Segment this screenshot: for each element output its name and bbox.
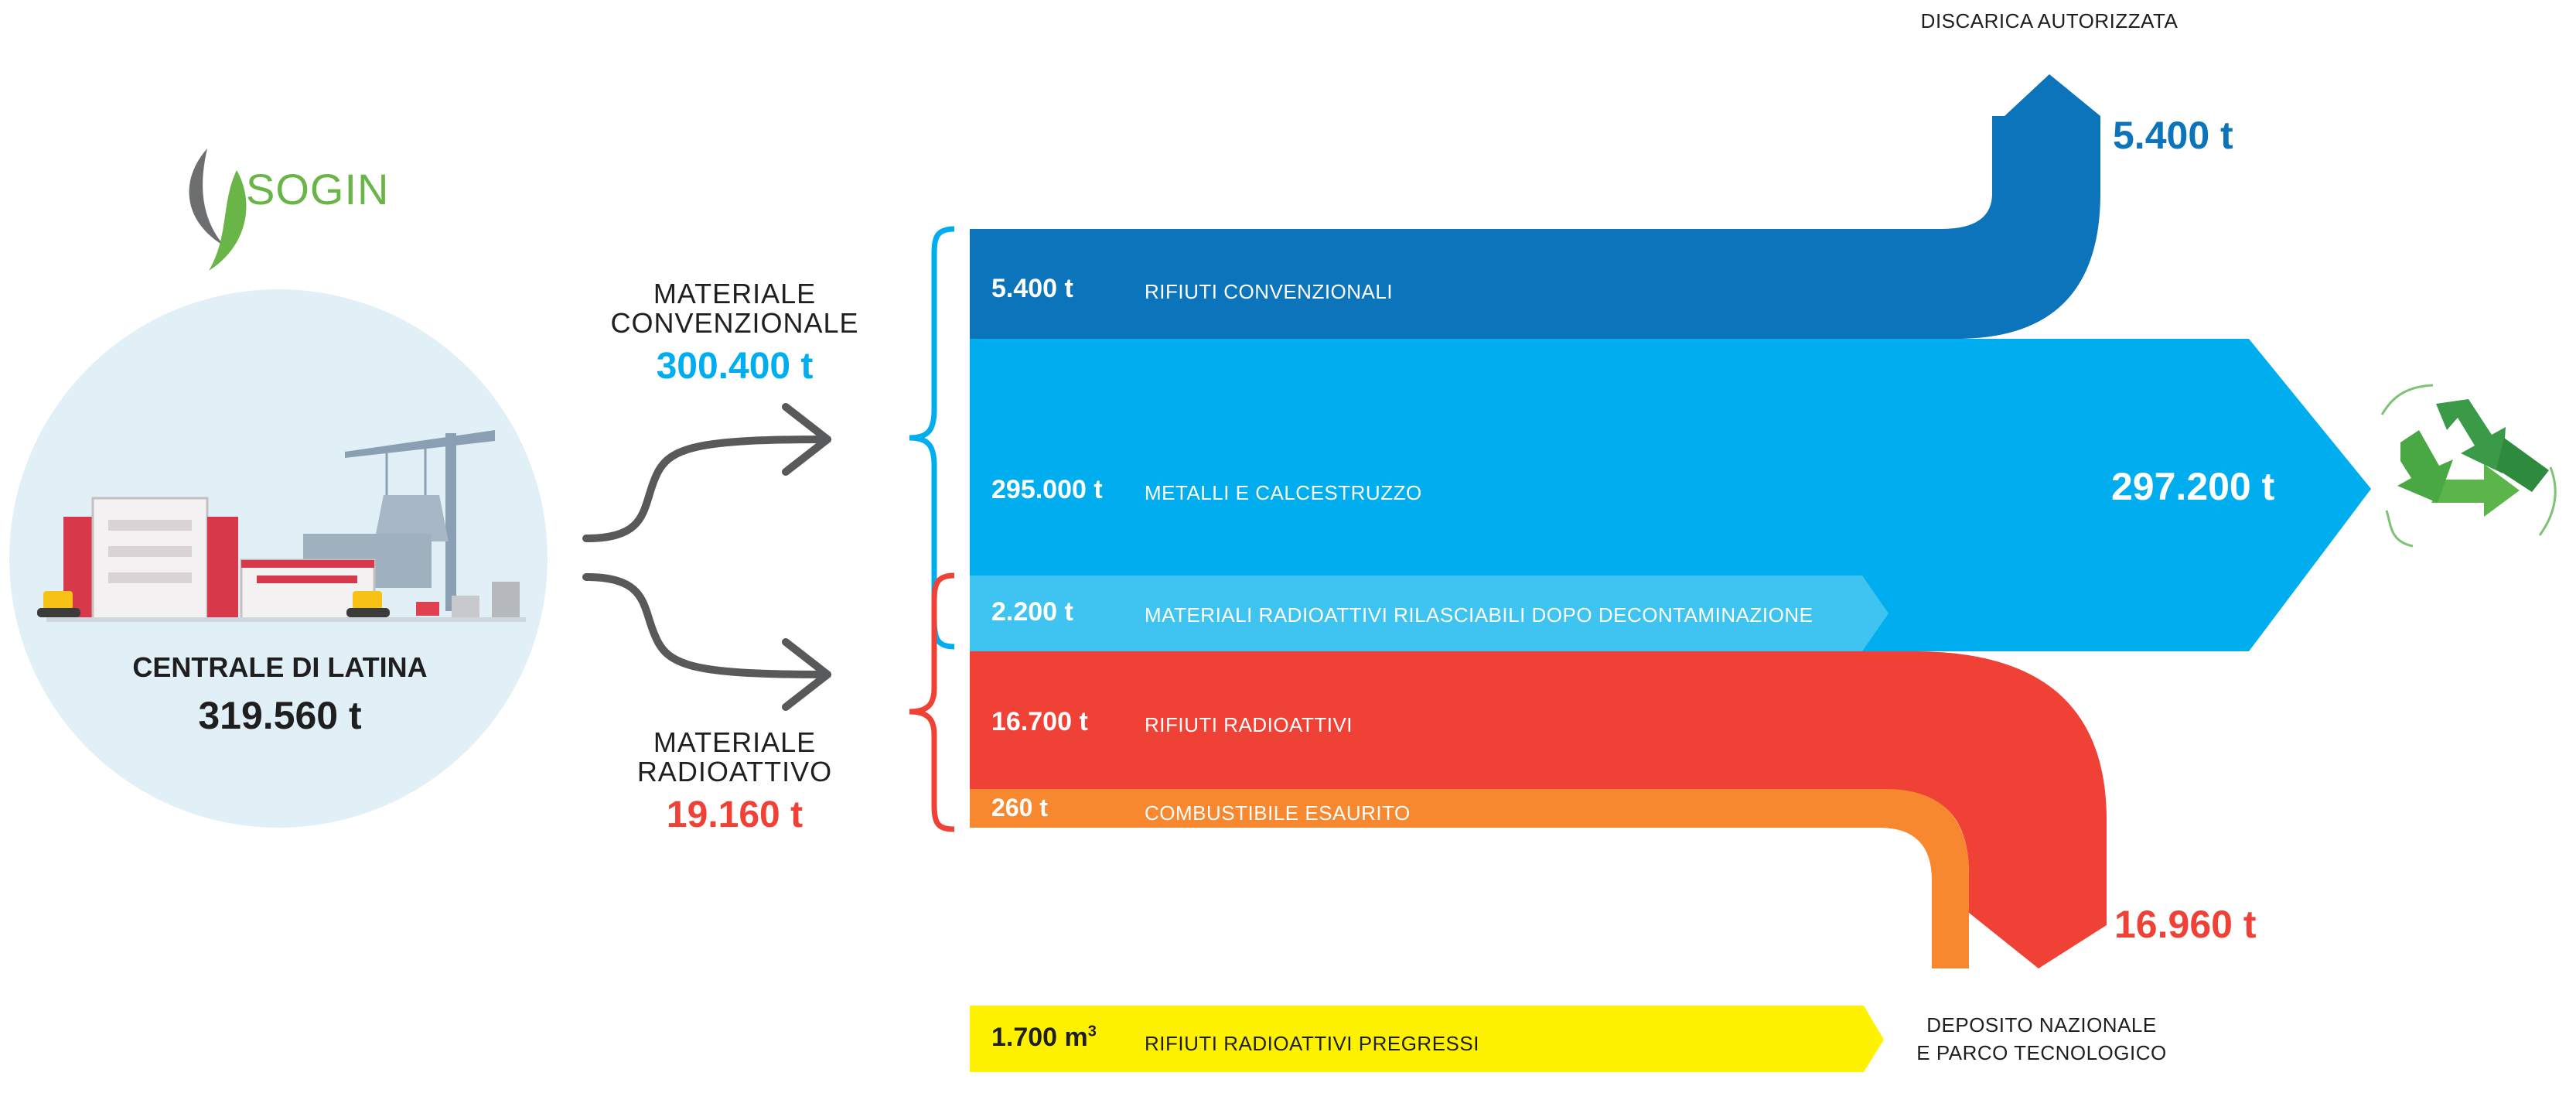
flow-label: RIFIUTI RADIOATTIVI [1145,713,1353,736]
flow-value: 16.700 t [991,707,1088,736]
plant-circle [9,289,548,828]
flow-label: COMBUSTIBILE ESAURITO [1145,801,1411,825]
brand-name: SOGIN [246,165,390,213]
flow-value: 260 t [991,794,1048,821]
radioactive-title-line2: RADIOATTIVO [636,756,833,787]
landfill-amount: 5.400 t [2113,114,2233,157]
flow-value: 295.000 t [991,475,1103,504]
conventional-amount: 300.400 t [656,346,814,387]
flow-landfill [970,74,2100,339]
flow-legacy-waste [970,1006,1884,1072]
radioactive-split-arrow [582,573,831,678]
deposit-label-line2: E PARCO TECNOLOGICO [1916,1041,2167,1064]
flow-label: RIFIUTI RADIOATTIVI PREGRESSI [1145,1032,1479,1055]
flow-recycling [970,339,2371,651]
recycling-amount: 297.200 t [2111,465,2275,508]
conventional-title-line1: MATERIALE [653,278,817,309]
plant-name: CENTRALE DI LATINA [132,651,428,683]
flow-spent-fuel [970,789,1969,968]
flow-value: 2.200 t [991,597,1073,627]
deposit-amount: 16.960 t [2114,903,2257,946]
plant-total: 319.560 t [198,694,362,737]
radioactive-title-line1: MATERIALE [653,726,817,758]
flow-value-number: 1.700 m [991,1023,1088,1052]
sogin-logo [189,149,247,271]
radioactive-amount: 19.160 t [666,794,804,835]
radioactive-arrowhead [782,638,831,711]
flow-decontamination [970,576,1888,651]
conventional-bracket [909,226,955,650]
flow-label: RIFIUTI CONVENZIONALI [1145,280,1394,303]
landfill-label: DISCARICA AUTORIZZATA [1920,9,2179,32]
conventional-arrowhead [782,403,831,476]
deposit-label-line1: DEPOSITO NAZIONALE [1926,1013,2157,1037]
conventional-split-arrow [582,435,831,542]
flow-radioactive [970,651,2107,968]
flow-value: 5.400 t [991,274,1073,303]
flow-label: MATERIALI RADIOATTIVI RILASCIABILI DOPO … [1145,603,1813,627]
flow-label: METALLI E CALCESTRUZZO [1145,481,1422,504]
flow-value-unit-sup: 3 [1087,1023,1097,1040]
radioactive-bracket [909,572,955,832]
recycle-icon [2380,384,2557,548]
plant-illustration [37,430,526,622]
conventional-title-line2: CONVENZIONALE [610,307,859,339]
flow-value: 1.700 m3 [991,1023,1097,1053]
